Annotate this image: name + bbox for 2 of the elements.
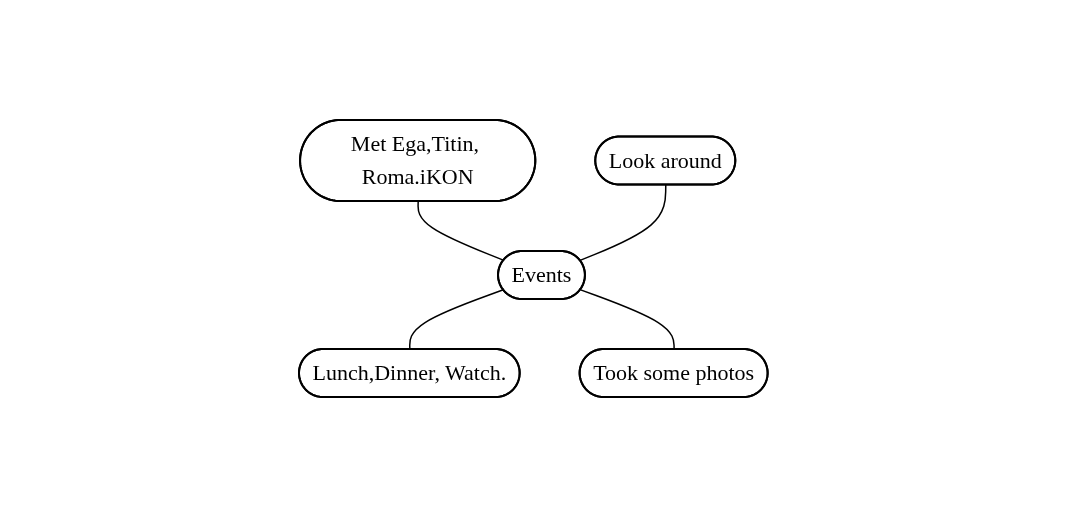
connector bbox=[417, 200, 505, 262]
connector bbox=[579, 184, 667, 262]
